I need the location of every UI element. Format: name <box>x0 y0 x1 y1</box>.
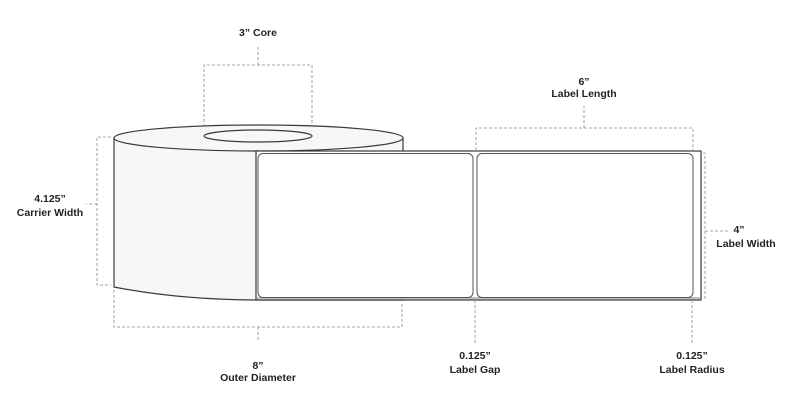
label-length-caption: Label Length <box>551 88 616 100</box>
label-width-value: 4” <box>733 224 744 236</box>
carrier-width-dimension-line <box>86 136 111 286</box>
label-radius-caption: Label Radius <box>659 364 725 376</box>
label-width-caption: Label Width <box>716 238 775 250</box>
label-width-dimension-line <box>703 152 728 299</box>
outer-diameter-dimension-line <box>113 290 403 340</box>
outer-diameter-caption: Outer Diameter <box>220 372 296 384</box>
carrier-width-value: 4.125” <box>34 193 66 205</box>
label-length-dimension-line <box>475 106 694 150</box>
carrier-width-caption: Carrier Width <box>17 207 83 219</box>
core-dimension-line <box>203 45 313 127</box>
label-2 <box>476 153 694 298</box>
core-dimension-label: 3” Core <box>239 27 277 39</box>
label-gap-caption: Label Gap <box>450 364 501 376</box>
liner-bottom-shade <box>257 297 700 300</box>
roll-core <box>203 129 313 143</box>
label-length-value: 6” <box>578 76 589 88</box>
outer-diameter-value: 8” <box>252 360 263 372</box>
label-radius-value: 0.125” <box>676 350 708 362</box>
label-gap-value: 0.125” <box>459 350 491 362</box>
label-1 <box>257 153 474 298</box>
